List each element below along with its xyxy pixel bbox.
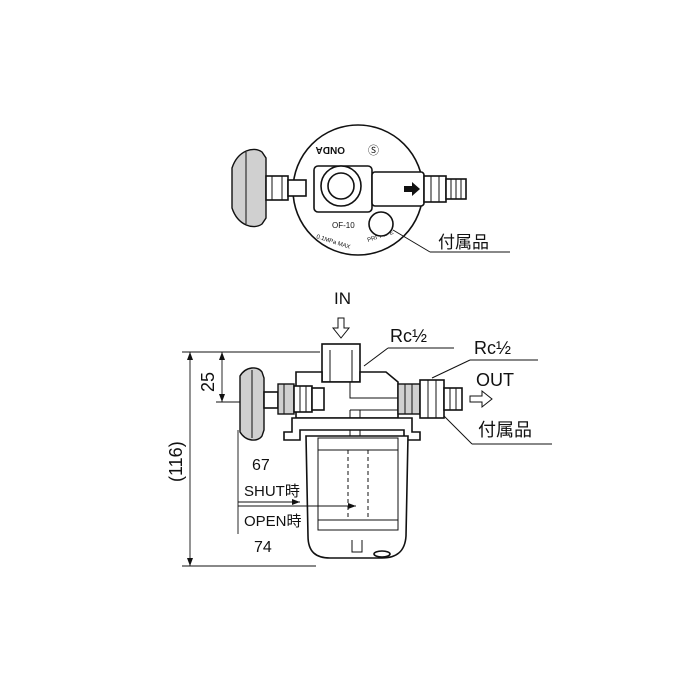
outlet-label: OUT bbox=[476, 370, 514, 390]
valve-nut bbox=[265, 175, 289, 201]
accessory-leader bbox=[392, 229, 431, 253]
outlet-arrow-icon bbox=[469, 389, 493, 409]
dim-shut-value: 67 bbox=[252, 457, 270, 474]
brand-logo-icon: Ⓢ bbox=[368, 144, 379, 157]
handwheel bbox=[231, 148, 267, 228]
model-text: OF-10 bbox=[332, 221, 355, 230]
filter-element bbox=[317, 437, 399, 531]
side-accessory-leader bbox=[443, 415, 473, 445]
brand-text: ONDA bbox=[316, 144, 345, 155]
dim-open-label: OPEN時 bbox=[244, 513, 302, 530]
side-nut-b bbox=[293, 385, 313, 413]
filter-bowl bbox=[305, 435, 409, 559]
accessory-circle bbox=[368, 211, 394, 237]
inlet-arrow-icon bbox=[331, 317, 351, 339]
side-nut-a bbox=[277, 383, 295, 415]
top-view: ONDA Ⓢ OF-10 0.1MPa MAX PRI TYPE 付属品 bbox=[231, 124, 510, 256]
outlet-thread-label: Rc½ bbox=[474, 338, 511, 358]
dim-total: (116) bbox=[166, 441, 186, 482]
valve-stem bbox=[287, 179, 307, 197]
dim-open-value: 74 bbox=[254, 539, 272, 556]
inlet-neck bbox=[321, 343, 361, 383]
top-accessory-label: 付属品 bbox=[438, 233, 489, 252]
side-accessory-label: 付属品 bbox=[478, 420, 532, 440]
outlet-nut-side bbox=[419, 379, 445, 419]
inlet-thread-label: Rc½ bbox=[390, 326, 427, 346]
inlet-thread-leader bbox=[363, 347, 389, 367]
side-stem bbox=[263, 391, 279, 409]
side-nut-c bbox=[311, 387, 325, 411]
inner-passage bbox=[349, 382, 398, 440]
side-view: IN bbox=[166, 289, 552, 567]
drain-plug bbox=[373, 550, 391, 558]
outlet-nut bbox=[423, 175, 447, 203]
dim-shut-label: SHUT時 bbox=[244, 483, 300, 500]
dimension-lines bbox=[182, 351, 356, 567]
bowl-clamp bbox=[283, 417, 421, 441]
outlet-spigot bbox=[443, 387, 463, 411]
dim-top: 25 bbox=[198, 372, 218, 392]
inlet-port-inner bbox=[327, 172, 355, 200]
inlet-label: IN bbox=[334, 289, 351, 308]
outlet-thread-leader bbox=[431, 359, 471, 379]
outlet-union bbox=[397, 383, 421, 415]
flow-arrow-icon bbox=[404, 182, 420, 196]
